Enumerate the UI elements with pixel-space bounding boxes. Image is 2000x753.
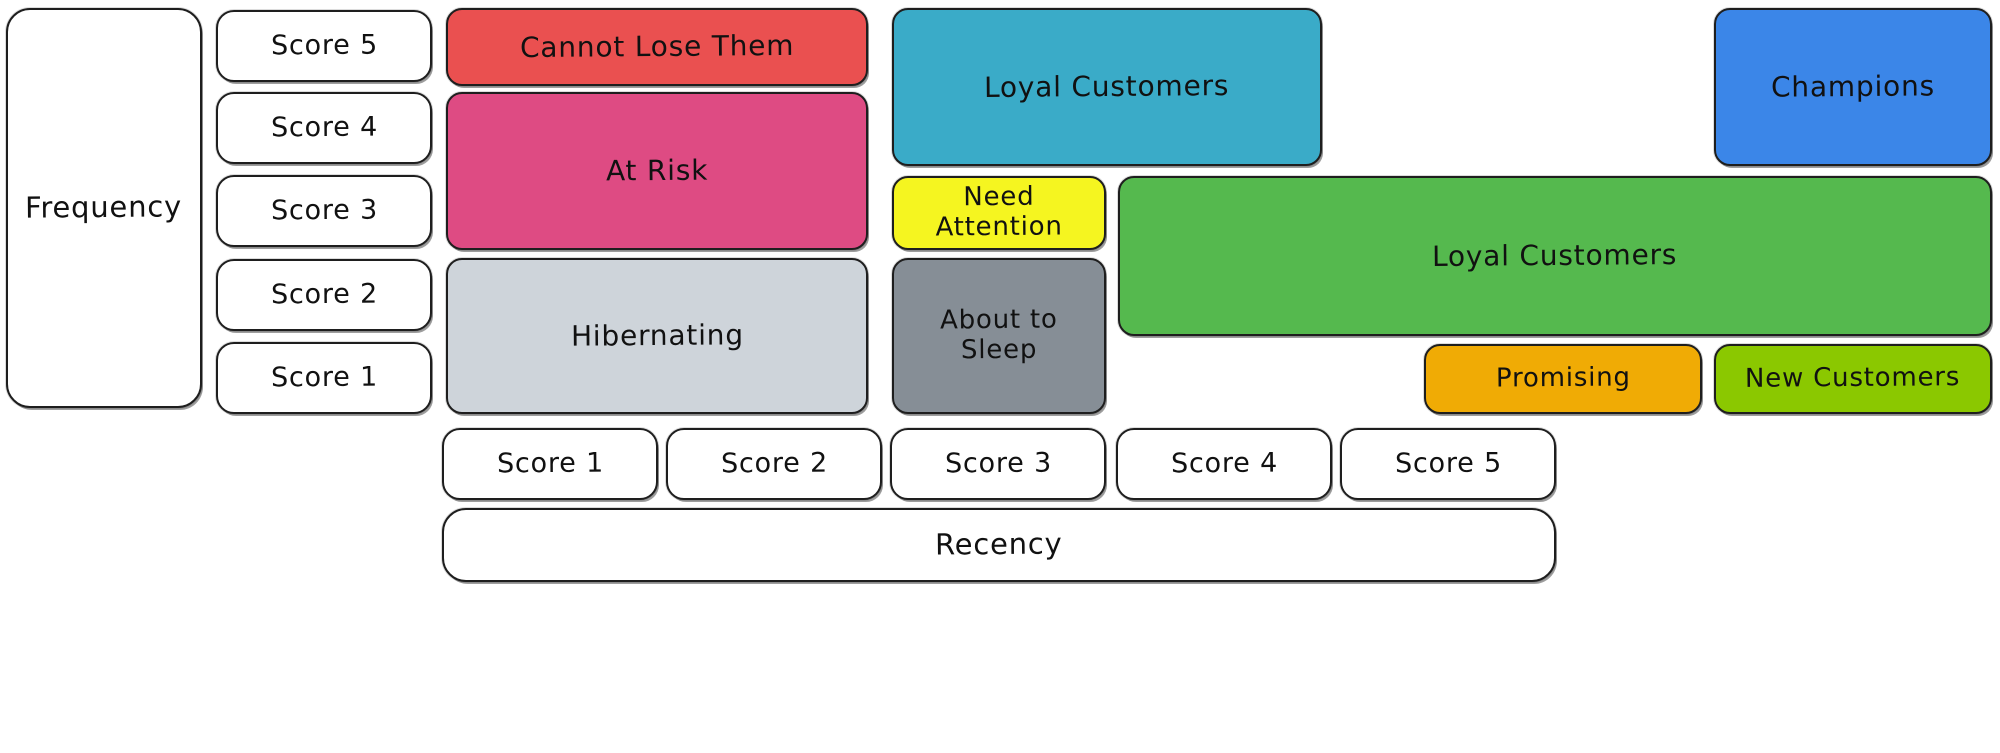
segment-promising: Promising: [1424, 344, 1702, 414]
recency-score-2-label: Score 2: [720, 448, 828, 480]
frequency-score-5-label: Score 5: [270, 30, 378, 62]
segment-cannot-lose-them: Cannot Lose Them: [446, 8, 868, 86]
segment-loyal-customers-teal: Loyal Customers: [892, 8, 1322, 166]
frequency-score-1: Score 1: [216, 342, 432, 414]
frequency-score-3: Score 3: [216, 175, 432, 247]
segment-loyal-customers-green-label: Loyal Customers: [1432, 237, 1678, 273]
frequency-axis-label: Frequency: [6, 8, 202, 408]
segment-loyal-customers-teal-label: Loyal Customers: [984, 68, 1230, 104]
frequency-score-2-label: Score 2: [270, 279, 378, 311]
segment-new-customers-label: New Customers: [1745, 362, 1961, 394]
frequency-score-3-label: Score 3: [270, 195, 378, 227]
recency-score-5: Score 5: [1340, 428, 1556, 500]
frequency-score-2: Score 2: [216, 259, 432, 331]
recency-score-5-label: Score 5: [1394, 448, 1502, 480]
segment-about-to-sleep-label: About to Sleep: [939, 304, 1058, 366]
segment-loyal-customers-green: Loyal Customers: [1118, 176, 1992, 336]
frequency-score-1-label: Score 1: [270, 362, 378, 394]
frequency-score-4: Score 4: [216, 92, 432, 164]
frequency-score-5: Score 5: [216, 10, 432, 82]
recency-score-2: Score 2: [666, 428, 882, 500]
recency-axis-label: Recency: [442, 508, 1556, 582]
segment-at-risk: At Risk: [446, 92, 868, 250]
segment-new-customers: New Customers: [1714, 344, 1992, 414]
frequency-axis-label-text: Frequency: [25, 189, 183, 225]
segment-promising-label: Promising: [1495, 362, 1631, 394]
segment-need-attention: Need Attention: [892, 176, 1106, 250]
recency-axis-label-text: Recency: [935, 526, 1063, 562]
recency-score-4: Score 4: [1116, 428, 1332, 500]
segment-at-risk-label: At Risk: [605, 153, 709, 188]
recency-score-3: Score 3: [890, 428, 1106, 500]
segment-champions-label: Champions: [1770, 69, 1936, 104]
frequency-score-4-label: Score 4: [270, 112, 378, 144]
segment-champions: Champions: [1714, 8, 1992, 166]
recency-score-1-label: Score 1: [496, 448, 604, 480]
recency-score-3-label: Score 3: [944, 448, 1052, 480]
recency-score-4-label: Score 4: [1170, 448, 1278, 480]
segment-hibernating-label: Hibernating: [570, 318, 744, 353]
segment-about-to-sleep: About to Sleep: [892, 258, 1106, 414]
recency-score-1: Score 1: [442, 428, 658, 500]
segment-need-attention-label: Need Attention: [935, 181, 1063, 243]
segment-hibernating: Hibernating: [446, 258, 868, 414]
segment-cannot-lose-them-label: Cannot Lose Them: [519, 28, 795, 64]
